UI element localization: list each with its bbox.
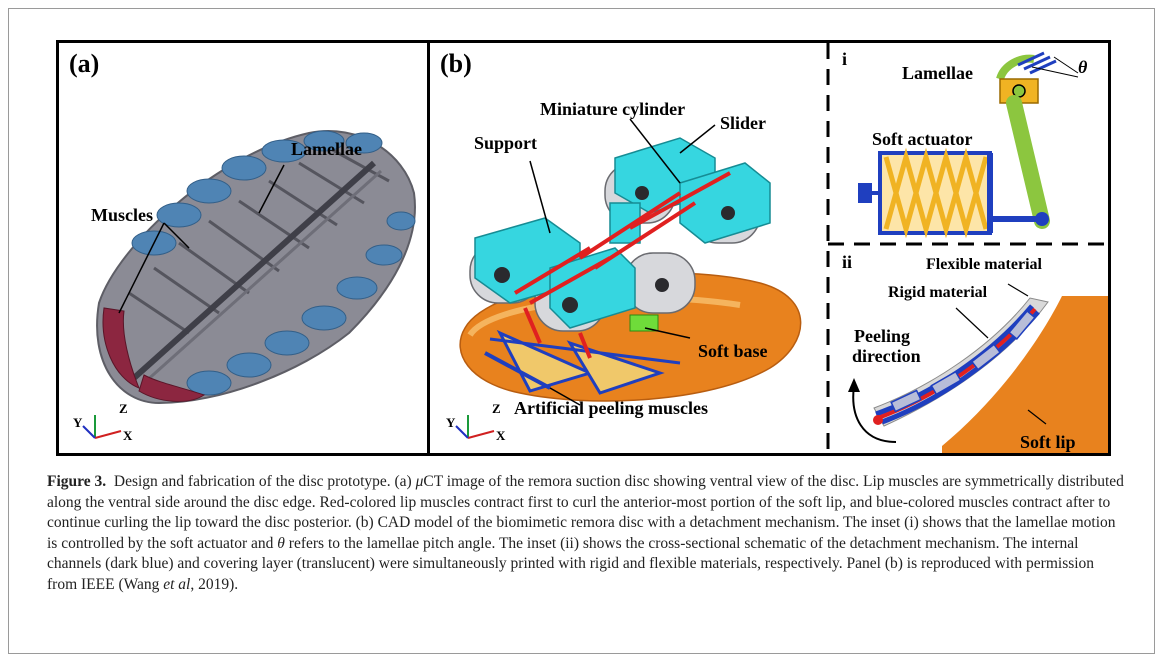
inset-ii: ii: [832, 246, 1108, 453]
detachment-mechanism-diagram: [848, 283, 1108, 453]
soft-base-label: Soft base: [698, 341, 768, 361]
inset-ii-label: ii: [842, 252, 853, 272]
peeling-label: Peeling: [854, 326, 910, 346]
inset-i: i Lamellae θ Soft actuator: [832, 43, 1108, 242]
soft-lip-label: Soft lip: [1020, 432, 1076, 452]
rigid-material-label: Rigid material: [888, 284, 988, 301]
axis-z-label-b: Z: [492, 401, 501, 416]
page-frame: [8, 8, 1155, 654]
axis-x-label-b: X: [496, 428, 506, 443]
axis-z-label-a: Z: [119, 401, 128, 416]
direction-label: direction: [852, 346, 921, 366]
artificial-peeling-muscles-label: Artificial peeling muscles: [514, 398, 708, 418]
axis-x-label-a: X: [123, 428, 133, 443]
flexible-material-label: Flexible material: [926, 256, 1042, 273]
panel-b-label: (b): [440, 49, 472, 78]
theta-label: θ: [1078, 57, 1088, 77]
slider-label: Slider: [720, 113, 767, 133]
caption-part-4: , 2019).: [190, 575, 239, 593]
lamellae-label-i: Lamellae: [902, 63, 973, 83]
axis-y-label-a: Y: [73, 415, 83, 430]
miniature-cylinder-label: Miniature cylinder: [540, 99, 686, 119]
remora-disc-cad-model: [455, 118, 802, 439]
caption-part-2: CT image of the remora suction disc show…: [47, 473, 1124, 552]
soft-actuator-diagram: [858, 51, 1079, 239]
figure-caption: Figure 3. Design and fabrication of the …: [47, 472, 1127, 595]
remora-disc-ct-image: [82, 130, 416, 439]
muscles-label: Muscles: [91, 205, 153, 225]
lamellae-label-a: Lamellae: [291, 139, 362, 159]
caption-mu: μ: [415, 473, 424, 490]
caption-theta: θ: [277, 534, 285, 552]
support-label: Support: [474, 133, 538, 153]
panel-b: (b): [430, 43, 822, 453]
caption-part-3: refers to the lamellae pitch angle. The …: [47, 534, 1095, 593]
inset-i-label: i: [842, 49, 848, 69]
panel-a: (a): [59, 43, 427, 453]
axis-y-label-b: Y: [446, 415, 456, 430]
panel-divider: [427, 43, 430, 453]
caption-part-1: Design and fabrication of the disc proto…: [113, 473, 416, 490]
caption-et-al: et al: [163, 575, 191, 593]
soft-actuator-label: Soft actuator: [872, 129, 973, 149]
figure-3: (a): [56, 40, 1111, 456]
figure-number: Figure 3.: [47, 473, 107, 490]
panel-a-label: (a): [69, 49, 100, 78]
